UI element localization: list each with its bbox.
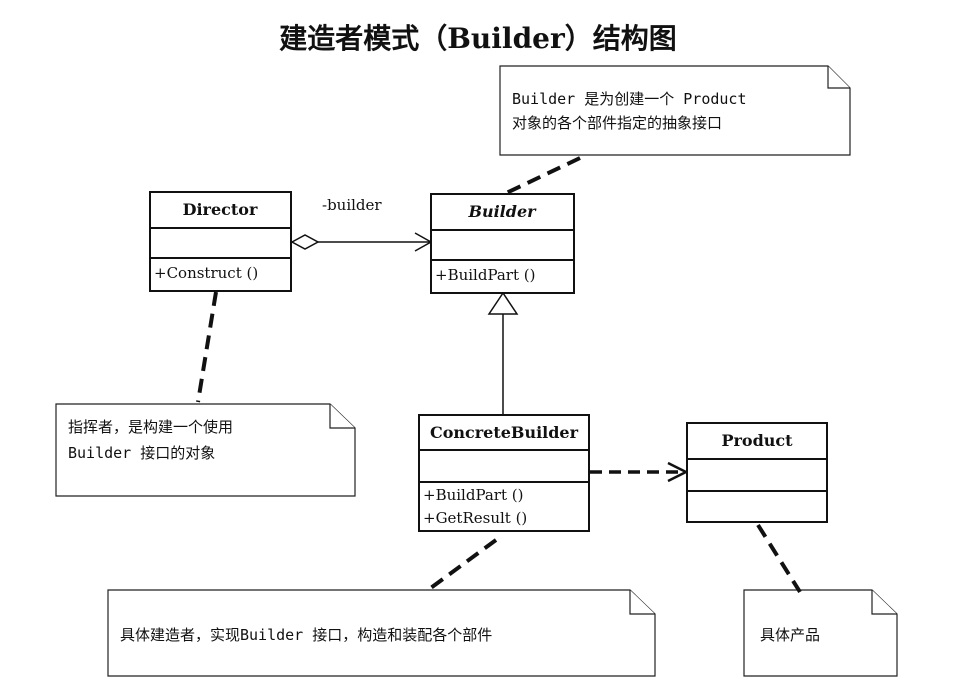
dependency-concrete-builder-product bbox=[590, 461, 689, 483]
note-product-line-1: 具体产品 bbox=[760, 626, 820, 644]
builder-operation: +BuildPart () bbox=[435, 266, 535, 284]
note-concrete-builder: 具体建造者，实现Builder 接口，构造和装配各个部件 bbox=[107, 589, 656, 677]
note-concrete-builder-line-1: 具体建造者，实现Builder 接口，构造和装配各个部件 bbox=[120, 626, 492, 644]
concrete-builder-operation-1: +BuildPart () bbox=[423, 486, 523, 504]
concrete-builder-class-name: ConcreteBuilder bbox=[430, 423, 579, 442]
inheritance-triangle-icon bbox=[487, 291, 519, 315]
note-product: 具体产品 bbox=[743, 589, 898, 677]
association-label: -builder bbox=[322, 196, 382, 214]
anchor-builder-note bbox=[499, 156, 581, 198]
generalization-concrete-builder-builder bbox=[487, 291, 519, 415]
builder-class-name: Builder bbox=[467, 202, 537, 221]
concrete-builder-operation-2: +GetResult () bbox=[423, 509, 527, 527]
class-product: Product bbox=[686, 422, 828, 523]
note-director-line-1: 指挥者，是构建一个使用 bbox=[68, 418, 233, 436]
product-class-name: Product bbox=[721, 431, 793, 450]
anchor-concrete-builder-note bbox=[426, 538, 498, 592]
director-class-name: Director bbox=[183, 200, 258, 219]
anchor-director-note bbox=[196, 291, 218, 403]
note-builder-line-2: 对象的各个部件指定的抽象接口 bbox=[512, 114, 722, 132]
aggregation-director-builder bbox=[290, 232, 433, 252]
note-director-line-2: Builder 接口的对象 bbox=[68, 444, 215, 462]
anchor-product-note bbox=[756, 523, 802, 594]
note-builder-line-1: Builder 是为创建一个 Product bbox=[512, 90, 747, 108]
class-director: Director +Construct () bbox=[149, 191, 292, 292]
director-operation: +Construct () bbox=[154, 264, 258, 282]
note-director: 指挥者，是构建一个使用 Builder 接口的对象 bbox=[55, 403, 356, 497]
class-concrete-builder: ConcreteBuilder +BuildPart () +GetResult… bbox=[418, 414, 590, 532]
diagram-title: 建造者模式（Builder）结构图 bbox=[279, 22, 676, 55]
note-builder: Builder 是为创建一个 Product 对象的各个部件指定的抽象接口 bbox=[499, 65, 851, 156]
aggregation-diamond-icon bbox=[290, 234, 320, 250]
class-builder: Builder +BuildPart () bbox=[430, 193, 575, 294]
